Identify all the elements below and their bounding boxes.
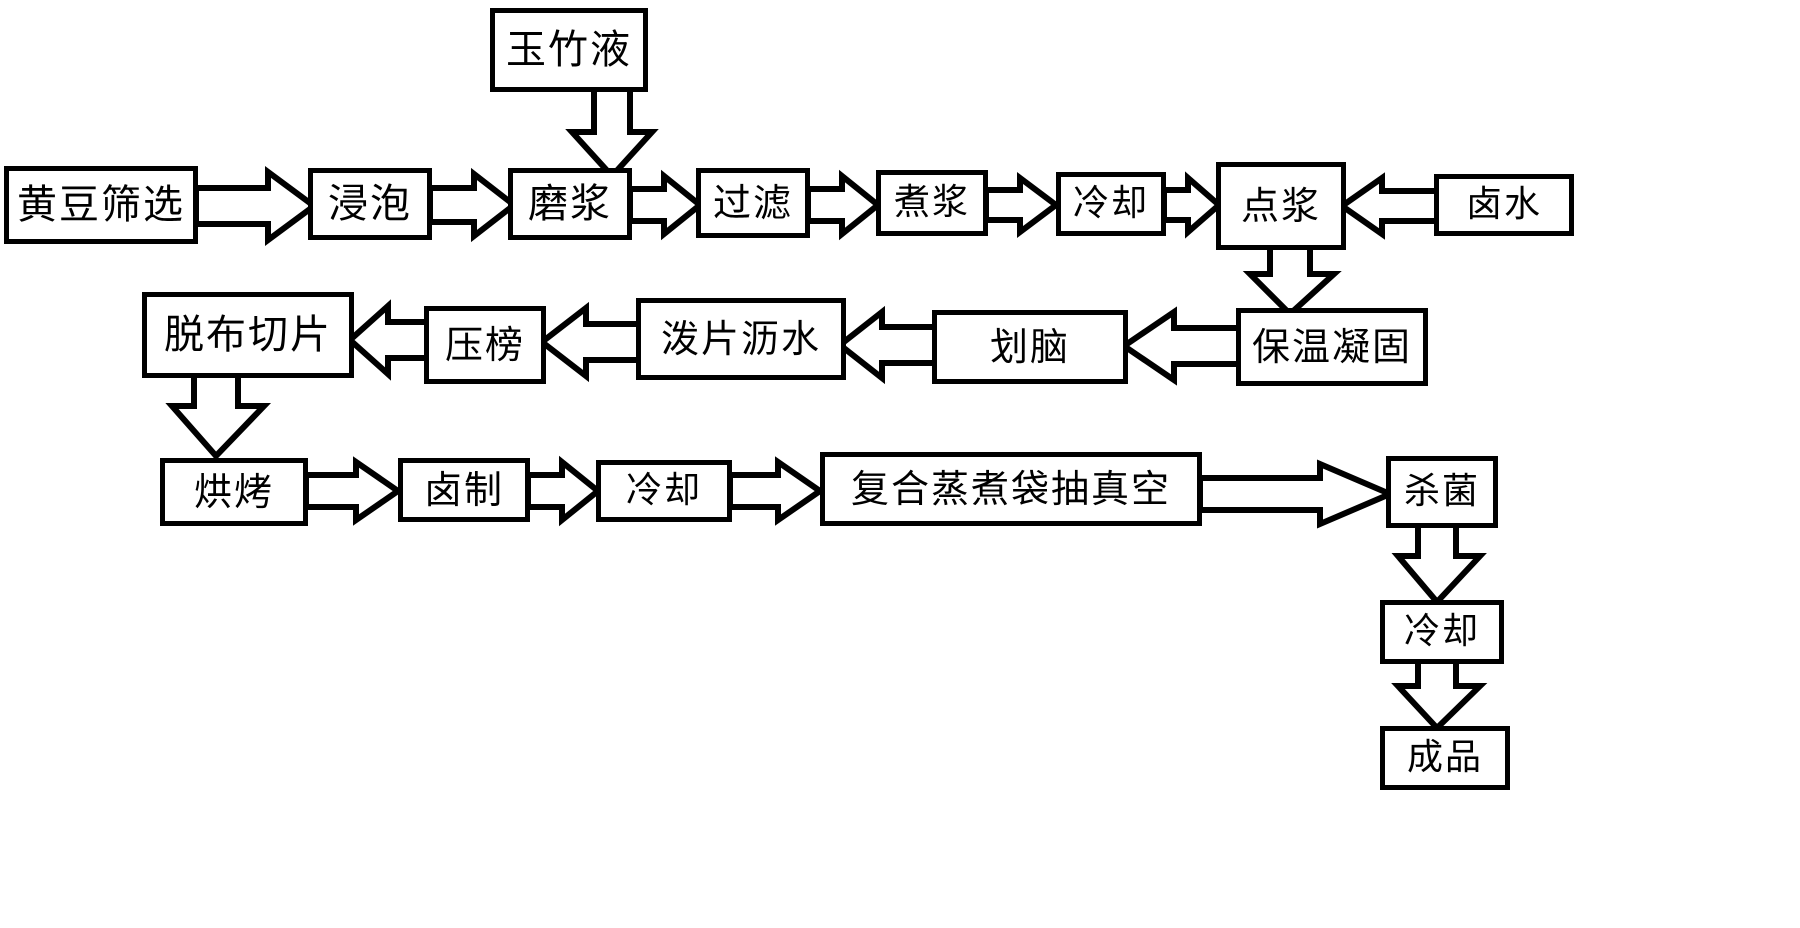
arrow-lushui-to-dianjiang	[1336, 172, 1441, 240]
node-label: 卤水	[1465, 184, 1542, 225]
arrow-tuobu-to-hongkao	[165, 371, 272, 461]
node-label: 冷却	[625, 470, 702, 511]
node-zhujiang[interactable]: 煮浆	[876, 170, 988, 236]
node-label: 点浆	[1240, 184, 1321, 228]
node-baowen-ninggu[interactable]: 保温凝固	[1236, 308, 1428, 386]
arrow-yuzhuye-to-mojiang	[565, 83, 668, 181]
node-label: 脱布切片	[164, 312, 332, 358]
node-mojiang[interactable]: 磨浆	[508, 168, 632, 240]
node-huangdou-shaixuan[interactable]: 黄豆筛选	[4, 166, 198, 244]
node-lengque-3[interactable]: 冷却	[1380, 600, 1504, 664]
arrow-lengque-to-chengpin	[1391, 657, 1488, 733]
node-guolv[interactable]: 过滤	[696, 168, 810, 238]
arrow-yazha-to-tuobu	[345, 299, 437, 381]
node-lengque-1[interactable]: 冷却	[1056, 172, 1166, 236]
arrow-popian-to-yazha	[537, 301, 645, 383]
node-jinpao[interactable]: 浸泡	[308, 168, 432, 240]
node-label: 杀菌	[1403, 471, 1480, 512]
arrow-luzhi-to-lengque	[525, 455, 603, 527]
node-label: 冷却	[1072, 183, 1149, 224]
arrow-dianjiang-to-baowen	[1242, 243, 1342, 319]
node-dianjiang[interactable]: 点浆	[1216, 162, 1346, 250]
node-label: 玉竹液	[506, 27, 632, 73]
node-label: 成品	[1406, 737, 1483, 778]
arrow-guolv-to-zhujiang	[805, 169, 883, 241]
node-yazha[interactable]: 压榜	[424, 306, 546, 384]
node-label: 浸泡	[328, 181, 412, 227]
node-chengpin[interactable]: 成品	[1380, 726, 1510, 790]
node-lengque-2[interactable]: 冷却	[596, 460, 732, 522]
node-yuzhuye[interactable]: 玉竹液	[490, 8, 648, 92]
node-label: 过滤	[712, 181, 793, 225]
node-label: 冷却	[1403, 611, 1480, 652]
arrow-huangdou-to-jinpao	[193, 166, 320, 246]
arrow-baowen-to-huanao	[1118, 306, 1245, 386]
arrow-shajun-to-lengque	[1391, 521, 1488, 607]
node-fuhe-zhengzhudai-chouzhenkong[interactable]: 复合蒸煮袋抽真空	[820, 452, 1202, 526]
arrow-zhujiang-to-lengque	[983, 172, 1061, 238]
node-label: 磨浆	[528, 181, 612, 227]
arrow-lengque-to-fuhe	[727, 456, 826, 526]
node-label: 烘烤	[193, 470, 274, 514]
arrow-mojiang-to-guolv	[627, 169, 705, 241]
node-label: 泼片沥水	[660, 317, 821, 361]
arrow-lengque-to-dianjiang	[1161, 171, 1224, 239]
node-hongkao[interactable]: 烘烤	[160, 458, 308, 526]
node-label: 黄豆筛选	[17, 182, 185, 228]
node-label: 压榜	[444, 323, 525, 367]
node-huanao[interactable]: 划脑	[932, 310, 1128, 384]
node-label: 卤制	[423, 468, 504, 512]
node-label: 煮浆	[893, 182, 970, 223]
arrow-jinpao-to-mojiang	[427, 167, 519, 243]
node-label: 复合蒸煮袋抽真空	[850, 467, 1171, 511]
node-label: 保温凝固	[1251, 325, 1412, 369]
node-lushui[interactable]: 卤水	[1434, 174, 1574, 236]
node-shajun[interactable]: 杀菌	[1386, 456, 1498, 528]
arrow-huanao-to-popian	[835, 305, 941, 385]
arrow-hongkao-to-luzhi	[303, 456, 404, 526]
node-luzhi[interactable]: 卤制	[398, 458, 530, 522]
node-label: 划脑	[989, 325, 1070, 369]
node-popian-lishui[interactable]: 泼片沥水	[636, 298, 846, 380]
arrow-fuhe-to-shajun	[1197, 459, 1398, 529]
node-tuobu-qiepian[interactable]: 脱布切片	[142, 292, 354, 378]
